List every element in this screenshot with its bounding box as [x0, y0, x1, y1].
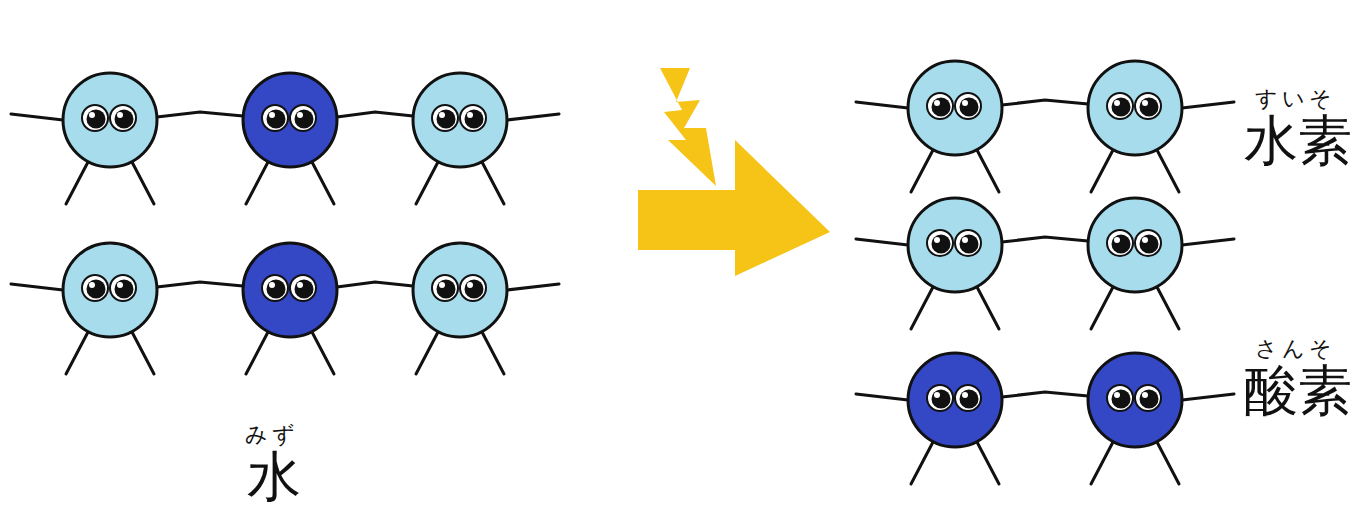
atom-character [908, 61, 1002, 155]
limb-line [1182, 102, 1234, 108]
water-molecule [11, 243, 559, 374]
limb-line [312, 162, 334, 204]
limb-line [856, 102, 908, 108]
atom-character [413, 73, 507, 167]
atom-character [63, 73, 157, 167]
reaction-arrow [638, 140, 830, 276]
furigana: みず [245, 424, 299, 446]
limb-line [911, 442, 933, 484]
atom-character [908, 198, 1002, 292]
limb-line [977, 150, 999, 192]
limb-line [337, 112, 413, 117]
limb-line [416, 332, 438, 374]
atom-character [243, 73, 337, 167]
limb-line [1091, 442, 1113, 484]
limb-line [132, 162, 154, 204]
atom-character [1088, 353, 1182, 447]
water-molecule [11, 73, 559, 204]
limb-line [856, 239, 908, 245]
hydrogen-molecule [856, 61, 1234, 192]
limb-line [1091, 150, 1113, 192]
limb-line [11, 284, 63, 290]
atom-character [1088, 61, 1182, 155]
limb-line [1182, 394, 1234, 400]
substance-label: 酸素 [1244, 364, 1352, 418]
limb-line [1091, 287, 1113, 329]
limb-line [66, 162, 88, 204]
limb-line [11, 114, 63, 120]
limb-line [416, 162, 438, 204]
atom-character [243, 243, 337, 337]
limb-line [66, 332, 88, 374]
limb-line [977, 287, 999, 329]
limb-line [337, 282, 413, 287]
oxygen-molecule [856, 353, 1234, 484]
limb-line [1002, 237, 1088, 242]
lightning-bolt [660, 68, 716, 186]
limb-line [911, 287, 933, 329]
limb-line [507, 114, 559, 120]
limb-line [1157, 287, 1179, 329]
limb-line [482, 162, 504, 204]
limb-line [482, 332, 504, 374]
atom-character [908, 353, 1002, 447]
limb-line [157, 112, 243, 117]
limb-line [1157, 442, 1179, 484]
limb-line [507, 284, 559, 290]
atom-character [63, 243, 157, 337]
furigana: さんそ [1255, 338, 1336, 360]
limb-line [1002, 392, 1088, 397]
limb-line [1182, 239, 1234, 245]
limb-line [1157, 150, 1179, 192]
furigana: すいそ [1255, 88, 1336, 110]
limb-line [977, 442, 999, 484]
hydrogen-molecule [856, 198, 1234, 329]
atom-character [1088, 198, 1182, 292]
limb-line [1002, 100, 1088, 105]
limb-line [856, 394, 908, 400]
substance-label: 水 [247, 450, 301, 504]
limb-line [246, 332, 268, 374]
limb-line [312, 332, 334, 374]
substance-label: 水素 [1244, 114, 1352, 168]
limb-line [911, 150, 933, 192]
limb-line [246, 162, 268, 204]
limb-line [157, 282, 243, 287]
limb-line [132, 332, 154, 374]
atom-character [413, 243, 507, 337]
